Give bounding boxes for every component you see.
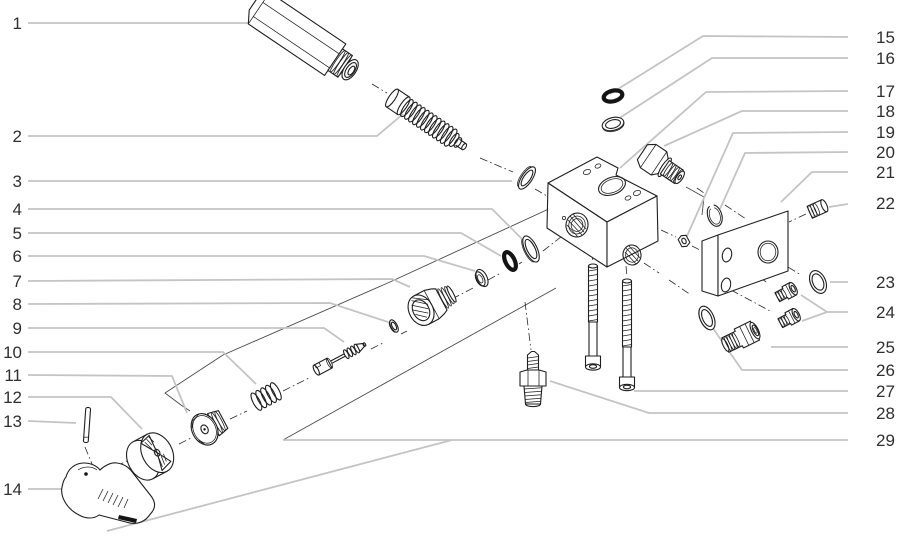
part-8-washer — [388, 319, 399, 333]
leader-line-19 — [686, 131, 849, 237]
leader-line-29 — [106, 439, 848, 532]
callout-18-label: 18 — [876, 102, 895, 121]
callout-17-label: 17 — [876, 82, 895, 101]
callout-7-label: 7 — [13, 272, 22, 291]
leader-line-9 — [28, 327, 345, 343]
leader-line-6 — [28, 255, 476, 272]
part-4-washer — [521, 235, 540, 263]
part-24-fitting-lower — [777, 307, 801, 329]
leader-line-26 — [709, 323, 848, 371]
part-10-spring — [250, 382, 282, 411]
callout-28-label: 28 — [876, 404, 895, 423]
callout-22-label: 22 — [876, 194, 895, 213]
phantom-line-lower — [282, 287, 557, 441]
callout-11-label: 11 — [4, 366, 22, 385]
callout-10-label: 10 — [3, 343, 22, 362]
leader-line-7 — [27, 278, 411, 288]
leader-line-11 — [27, 374, 188, 414]
leader-line-20 — [719, 151, 849, 210]
callout-8-label: 8 — [13, 295, 22, 314]
callout-14-label: 14 — [3, 480, 22, 499]
part-12-cam — [125, 432, 175, 481]
callout-24-label: 24 — [876, 303, 895, 322]
center-axis-lines — [84, 83, 807, 474]
callout-29-label: 29 — [876, 431, 895, 450]
part-21-plate — [701, 210, 789, 297]
callout-26-label: 26 — [876, 361, 895, 380]
leader-line-10 — [28, 351, 257, 385]
callout-4-label: 4 — [13, 200, 22, 219]
part-27-bolt-right — [618, 278, 636, 392]
callout-21-label: 21 — [876, 163, 895, 182]
leader-line-17 — [619, 90, 849, 169]
callout-20-label: 20 — [876, 143, 895, 162]
part-16-washer — [601, 116, 625, 133]
part-28-drain-valve — [519, 350, 547, 408]
leader-line-8 — [27, 302, 389, 323]
leader-lines — [27, 22, 849, 532]
part-6-seal-washer — [474, 268, 489, 288]
threaded-port-left — [565, 212, 589, 238]
leader-line-28 — [549, 380, 848, 414]
callout-5-label: 5 — [13, 224, 22, 243]
callout-13-label: 13 — [3, 412, 22, 431]
part-2-spring — [385, 88, 468, 151]
callout-19-label: 19 — [876, 123, 895, 142]
part-26-washer — [698, 305, 716, 331]
part-20-retaining-ring — [706, 204, 723, 227]
phantom-line-upper — [164, 206, 554, 412]
part-25-hex-nipple — [721, 320, 761, 353]
part-7-seat-fitting — [407, 285, 457, 326]
leader-line-18 — [663, 110, 848, 147]
leader-line-5 — [28, 232, 502, 257]
callout-12-label: 12 — [3, 388, 22, 407]
leader-line-2 — [28, 113, 404, 137]
callout-9-label: 9 — [13, 319, 22, 338]
part-19-nut — [677, 234, 691, 248]
part-23-washer — [808, 270, 828, 294]
callout-15-label: 15 — [876, 28, 895, 47]
callout-27-label: 27 — [876, 382, 895, 401]
leader-line-4 — [28, 208, 523, 240]
part-3-washer — [517, 165, 537, 190]
callout-16-label: 16 — [876, 49, 895, 68]
part-14-handle — [61, 462, 156, 524]
leader-line-12 — [28, 396, 143, 430]
callout-25-label: 25 — [876, 338, 895, 357]
part-11-hex-cap — [190, 410, 229, 446]
leader-line-21 — [780, 171, 848, 203]
part-15-o-ring — [601, 88, 625, 104]
callout-3-label: 3 — [13, 172, 22, 191]
leader-line-22 — [828, 203, 849, 208]
leader-line-13 — [27, 420, 77, 424]
part-1-hex-housing — [247, 0, 359, 81]
callout-labels: 1 2 3 4 5 6 7 8 9 10 11 12 13 14 15 16 1… — [3, 14, 895, 499]
leader-line-16 — [614, 57, 848, 122]
callout-6-label: 6 — [13, 247, 22, 266]
part-9-valve-stem — [312, 342, 367, 376]
part-24-fitting-upper — [774, 281, 798, 303]
callout-23-label: 23 — [876, 273, 895, 292]
threaded-port-right — [622, 244, 642, 266]
callout-2-label: 2 — [13, 127, 22, 146]
callout-1-label: 1 — [13, 14, 22, 33]
leader-line-24 — [800, 294, 848, 322]
part-18-relief-valve — [636, 143, 685, 185]
leader-line-15 — [609, 35, 849, 95]
part-27-bolt-left — [584, 263, 602, 371]
part-22-plug — [806, 199, 829, 219]
part-5-o-ring — [502, 250, 518, 272]
part-17-valve-block — [546, 156, 659, 268]
part-13-pin — [82, 406, 92, 444]
